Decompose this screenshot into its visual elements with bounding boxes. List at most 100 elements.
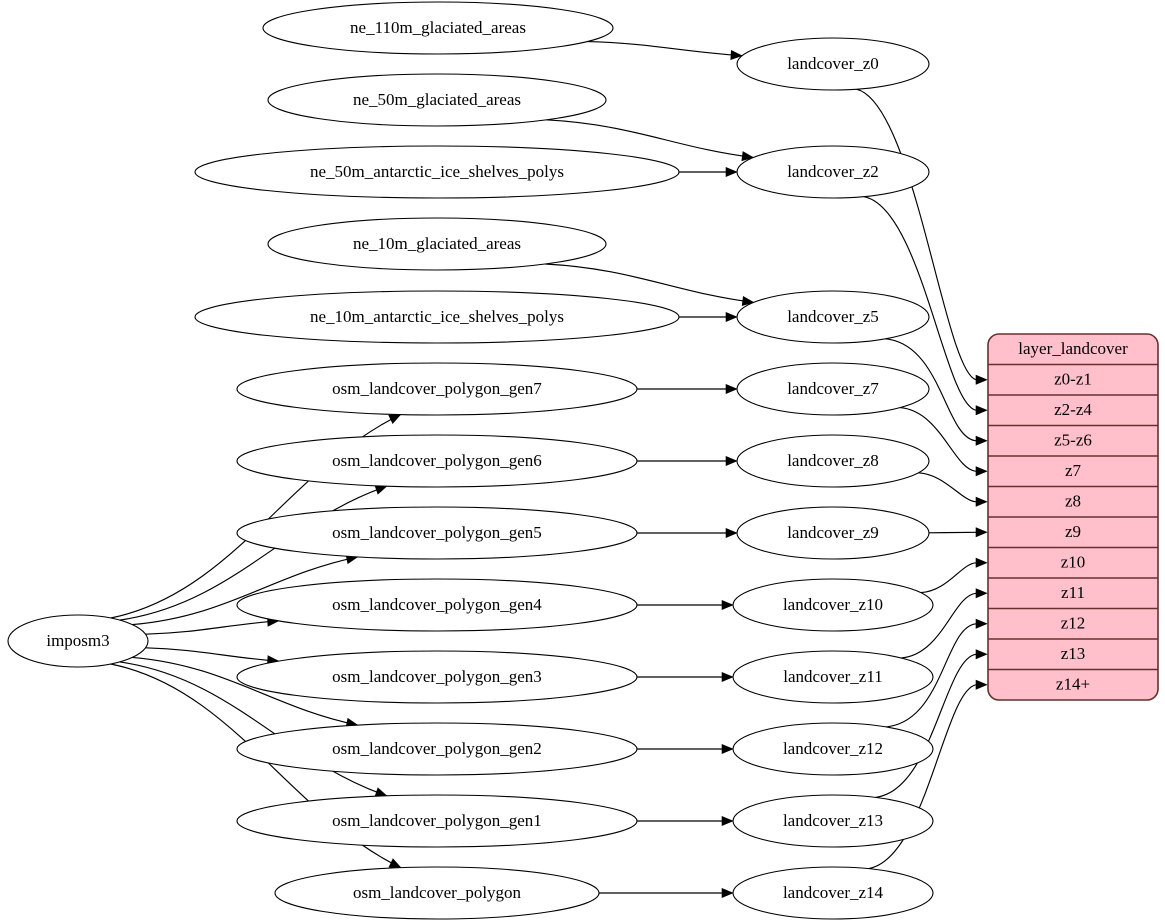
node-shape-ne_50m_antarctic_ice_shelves_polys (194, 145, 680, 199)
edge-arrowhead (975, 557, 988, 568)
edge-arrowhead (725, 527, 738, 539)
table-row-z13: z13 (1061, 644, 1086, 663)
node-osm_landcover_polygon_gen3[interactable]: osm_landcover_polygon_gen3 (236, 650, 638, 704)
node-shape-ne_110m_glaciated_areas (262, 1, 614, 55)
node-ne_10m_glaciated_areas[interactable]: ne_10m_glaciated_areas (267, 217, 607, 271)
node-label-osm_landcover_polygon_gen2: osm_landcover_polygon_gen2 (332, 739, 542, 758)
node-label-ne_10m_antarctic_ice_shelves_polys: ne_10m_antarctic_ice_shelves_polys (310, 307, 564, 326)
node-label-osm_landcover_polygon_gen7: osm_landcover_polygon_gen7 (332, 379, 542, 398)
edge-landcover_z5-to-layer_landcover:z5-z6 (885, 338, 977, 442)
edge-landcover_z13-to-layer_landcover:z13 (875, 653, 977, 798)
node-shape-landcover_z14 (732, 866, 934, 920)
node-label-landcover_z8: landcover_z8 (787, 451, 879, 470)
edge-arrowhead (725, 311, 738, 323)
node-landcover_z5[interactable]: landcover_z5 (736, 290, 930, 344)
node-landcover_z10[interactable]: landcover_z10 (732, 578, 934, 632)
node-shape-landcover_z7 (736, 362, 930, 416)
edges-layer (110, 41, 988, 899)
edge-landcover_z14-to-layer_landcover:z14+ (868, 684, 977, 870)
node-ne_50m_antarctic_ice_shelves_polys[interactable]: ne_50m_antarctic_ice_shelves_polys (194, 145, 680, 199)
node-landcover_z14[interactable]: landcover_z14 (732, 866, 934, 920)
node-label-landcover_z7: landcover_z7 (787, 379, 879, 398)
table-row-z8: z8 (1065, 492, 1081, 511)
node-landcover_z11[interactable]: landcover_z11 (732, 650, 934, 704)
table-row-z0-z1: z0-z1 (1054, 370, 1092, 389)
node-shape-osm_landcover_polygon (274, 866, 600, 920)
edge-landcover_z7-to-layer_landcover:z7 (899, 407, 977, 472)
table-row-z11: z11 (1061, 583, 1085, 602)
node-landcover_z12[interactable]: landcover_z12 (732, 722, 934, 776)
edge-imposm3-to-osm_landcover_polygon_gen3 (145, 647, 279, 662)
node-shape-ne_10m_antarctic_ice_shelves_polys (194, 290, 680, 344)
node-osm_landcover_polygon_gen7[interactable]: osm_landcover_polygon_gen7 (236, 362, 638, 416)
node-shape-landcover_z2 (736, 145, 930, 199)
edge-landcover_z0-to-layer_landcover:z0-z1 (856, 88, 977, 381)
node-landcover_z13[interactable]: landcover_z13 (732, 794, 934, 848)
edge-arrowhead (975, 527, 988, 538)
node-shape-landcover_z12 (732, 722, 934, 776)
node-landcover_z8[interactable]: landcover_z8 (736, 434, 930, 488)
edge-arrowhead (975, 649, 988, 660)
node-shape-osm_landcover_polygon_gen2 (236, 722, 638, 776)
node-label-landcover_z11: landcover_z11 (783, 667, 882, 686)
edge-landcover_z2-to-layer_landcover:z2-z4 (863, 196, 977, 411)
edge-arrowhead (721, 599, 734, 611)
edge-arrowhead (975, 435, 988, 446)
node-osm_landcover_polygon_gen5[interactable]: osm_landcover_polygon_gen5 (236, 506, 638, 560)
edge-imposm3-to-osm_landcover_polygon_gen4 (145, 620, 279, 635)
node-shape-osm_landcover_polygon_gen1 (236, 794, 638, 848)
node-landcover_z9[interactable]: landcover_z9 (736, 506, 930, 560)
edge-arrowhead (741, 295, 755, 306)
edge-arrowhead (975, 679, 988, 690)
edge-arrowhead (730, 49, 743, 61)
table-row-z5-z6: z5-z6 (1054, 431, 1092, 450)
node-ne_110m_glaciated_areas[interactable]: ne_110m_glaciated_areas (262, 1, 614, 55)
nodes-layer: imposm3 ne_110m_glaciated_areas ne_50m_gla… (7, 1, 934, 920)
edge-arrowhead (725, 383, 738, 395)
table-row-z9: z9 (1065, 522, 1081, 541)
node-shape-ne_50m_glaciated_areas (267, 73, 607, 127)
node-label-imposm3: imposm3 (46, 631, 109, 650)
node-osm_landcover_polygon_gen2[interactable]: osm_landcover_polygon_gen2 (236, 722, 638, 776)
node-label-ne_50m_glaciated_areas: ne_50m_glaciated_areas (353, 90, 521, 109)
node-shape-osm_landcover_polygon_gen3 (236, 650, 638, 704)
node-osm_landcover_polygon_gen4[interactable]: osm_landcover_polygon_gen4 (236, 578, 638, 632)
node-landcover_z7[interactable]: landcover_z7 (736, 362, 930, 416)
node-shape-ne_10m_glaciated_areas (267, 217, 607, 271)
node-label-landcover_z2: landcover_z2 (787, 162, 879, 181)
table-row-z12: z12 (1061, 614, 1086, 633)
node-osm_landcover_polygon_gen6[interactable]: osm_landcover_polygon_gen6 (236, 434, 638, 488)
edge-imposm3-to-osm_landcover_polygon_gen1 (119, 661, 387, 797)
node-label-landcover_z9: landcover_z9 (787, 523, 879, 542)
edge-landcover_z12-to-layer_landcover:z12 (885, 623, 977, 728)
edge-arrowhead (741, 151, 755, 162)
node-label-landcover_z12: landcover_z12 (783, 739, 883, 758)
edge-arrowhead (975, 588, 988, 599)
edge-imposm3-to-osm_landcover_polygon_gen2 (132, 656, 358, 726)
edge-arrowhead (725, 455, 738, 467)
edge-arrowhead (725, 166, 738, 178)
edge-arrowhead (975, 466, 988, 477)
node-landcover_z0[interactable]: landcover_z0 (736, 37, 930, 91)
node-label-landcover_z13: landcover_z13 (783, 811, 883, 830)
node-label-landcover_z10: landcover_z10 (783, 595, 883, 614)
node-label-osm_landcover_polygon_gen5: osm_landcover_polygon_gen5 (332, 523, 542, 542)
node-ne_10m_antarctic_ice_shelves_polys[interactable]: ne_10m_antarctic_ice_shelves_polys (194, 290, 680, 344)
node-label-osm_landcover_polygon_gen3: osm_landcover_polygon_gen3 (332, 667, 542, 686)
node-imposm3[interactable]: imposm3 (7, 614, 149, 668)
node-osm_landcover_polygon_gen1[interactable]: osm_landcover_polygon_gen1 (236, 794, 638, 848)
node-shape-landcover_z11 (732, 650, 934, 704)
node-shape-landcover_z13 (732, 794, 934, 848)
node-landcover_z2[interactable]: landcover_z2 (736, 145, 930, 199)
node-shape-landcover_z9 (736, 506, 930, 560)
node-ne_50m_glaciated_areas[interactable]: ne_50m_glaciated_areas (267, 73, 607, 127)
edge-arrowhead (388, 414, 402, 425)
node-label-ne_110m_glaciated_areas: ne_110m_glaciated_areas (350, 18, 526, 37)
edge-arrowhead (721, 815, 734, 827)
table-header-label: layer_landcover (1018, 339, 1128, 358)
edge-arrowhead (388, 858, 402, 868)
layer-landcover-table[interactable]: layer_landcoverz0-z1z2-z4z5-z6z7z8z9z10z… (987, 333, 1159, 701)
node-osm_landcover_polygon[interactable]: osm_landcover_polygon (274, 866, 600, 920)
edge-ne_50m_glaciated_areas-to-landcover_z2 (546, 119, 754, 159)
